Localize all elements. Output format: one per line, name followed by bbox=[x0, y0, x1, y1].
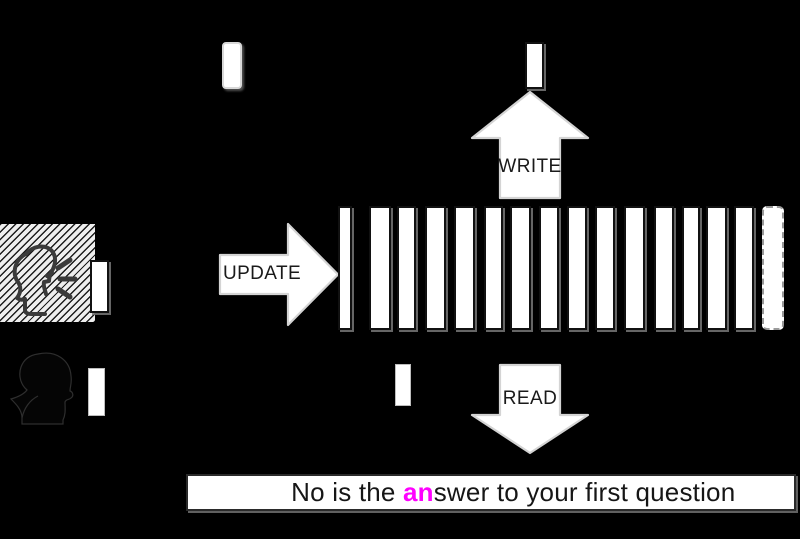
tape-cell-12 bbox=[682, 206, 700, 330]
write-arrow: WRITE bbox=[470, 90, 590, 200]
memory-tape bbox=[338, 206, 790, 330]
tape-cell-5 bbox=[484, 206, 503, 330]
tape-cell-7 bbox=[539, 206, 559, 330]
speaking-head-icon bbox=[12, 244, 78, 316]
tape-cell-1 bbox=[369, 206, 391, 330]
listener-head bbox=[8, 352, 88, 425]
input-token-cell bbox=[222, 42, 242, 89]
diagram-canvas: UPDATE WRITE READ No is the answer to yo… bbox=[0, 42, 796, 511]
output-sentence-text: No is the answer to your first question bbox=[247, 446, 736, 539]
tape-cell-4 bbox=[454, 206, 475, 330]
tape-cell-10 bbox=[624, 206, 645, 330]
speaker-hatched-box bbox=[0, 224, 95, 322]
tape-cell-13 bbox=[706, 206, 727, 330]
tape-cell-9 bbox=[595, 206, 615, 330]
tape-cell-3 bbox=[425, 206, 446, 330]
update-arrow: UPDATE bbox=[218, 222, 340, 327]
speaker-output-cell bbox=[90, 260, 109, 313]
sentence-prefix: No is the bbox=[291, 477, 403, 507]
tape-cell-15 bbox=[762, 206, 784, 330]
write-token-cell bbox=[525, 42, 544, 89]
tape-cell-11 bbox=[654, 206, 674, 330]
tape-cell-2 bbox=[397, 206, 416, 330]
sentence-suffix: swer to your first question bbox=[433, 477, 736, 507]
output-sentence-bar: No is the answer to your first question bbox=[186, 474, 796, 511]
tape-cell-6 bbox=[510, 206, 531, 330]
read-token-cell bbox=[395, 364, 411, 406]
tape-cell-0 bbox=[338, 206, 352, 330]
tape-cell-14 bbox=[734, 206, 754, 330]
sentence-highlight: an bbox=[402, 477, 434, 507]
read-arrow: READ bbox=[470, 363, 590, 455]
tape-cell-8 bbox=[567, 206, 587, 330]
listening-head-icon bbox=[9, 352, 74, 425]
listener-input-cell bbox=[88, 368, 105, 416]
